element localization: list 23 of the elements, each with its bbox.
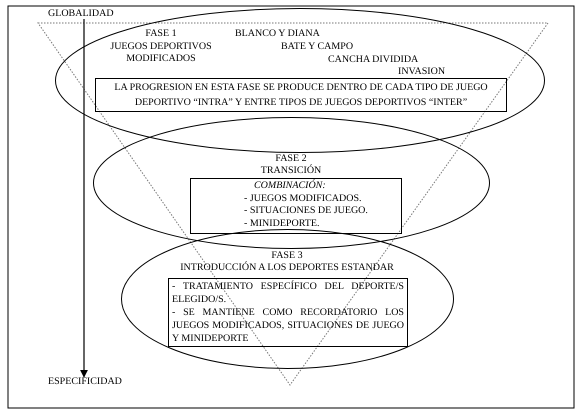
phase-title: FASE 1 [145,28,177,40]
phase-text: JUEGOS DEPORTIVOS MODIFICADOS [109,41,213,65]
axis-label: GLOBALIDAD [48,8,114,20]
phase-ellipse [121,229,454,369]
phase-text: INTRODUCCIÓN A LOS DEPORTES ESTANDAR [180,262,394,274]
phase-text: CANCHA DIVIDIDA [328,54,418,66]
phase-text: BATE Y CAMPO [281,41,354,53]
list-item: - JUEGOS MODIFICADOS. [243,192,363,205]
note-box: LA PROGRESION EN ESTA FASE SE PRODUCE DENTRO DE CADA TIPO DE JUEGO DEPORTIVO “INTRA” Y ENTRE TIPOS DE JUEGOS DEPORTIVOS “INTER” [95,78,507,112]
list-item: - MINIDEPORTE. [243,218,321,230]
phase-text: TRANSICIÓN [260,165,322,177]
list-item: - SE MANTIENE COMO RECORDATORIO LOS JUEGOS MODIFICADOS, SITUACIONES DE JUEGO Y MINIDEPORTE [172,306,404,345]
text-box [168,278,408,347]
phase-text: INVASION [398,66,446,78]
text-box [190,178,402,234]
phase-text: BLANCO Y DIANA [235,28,320,40]
list-item: - TRATAMIENTO ESPECÍFICO DEL DEPORTE/S ELEGIDO/S. [172,280,404,306]
phase-ellipse [93,117,490,249]
axis-label: ESPECIFICIDAD [48,376,122,388]
phase-title: FASE 2 [275,153,307,164]
box-heading: COMBINACIÓN: [253,180,327,192]
phase-title: FASE 3 [271,250,303,262]
list-item: - SITUACIONES DE JUEGO. [243,205,369,218]
